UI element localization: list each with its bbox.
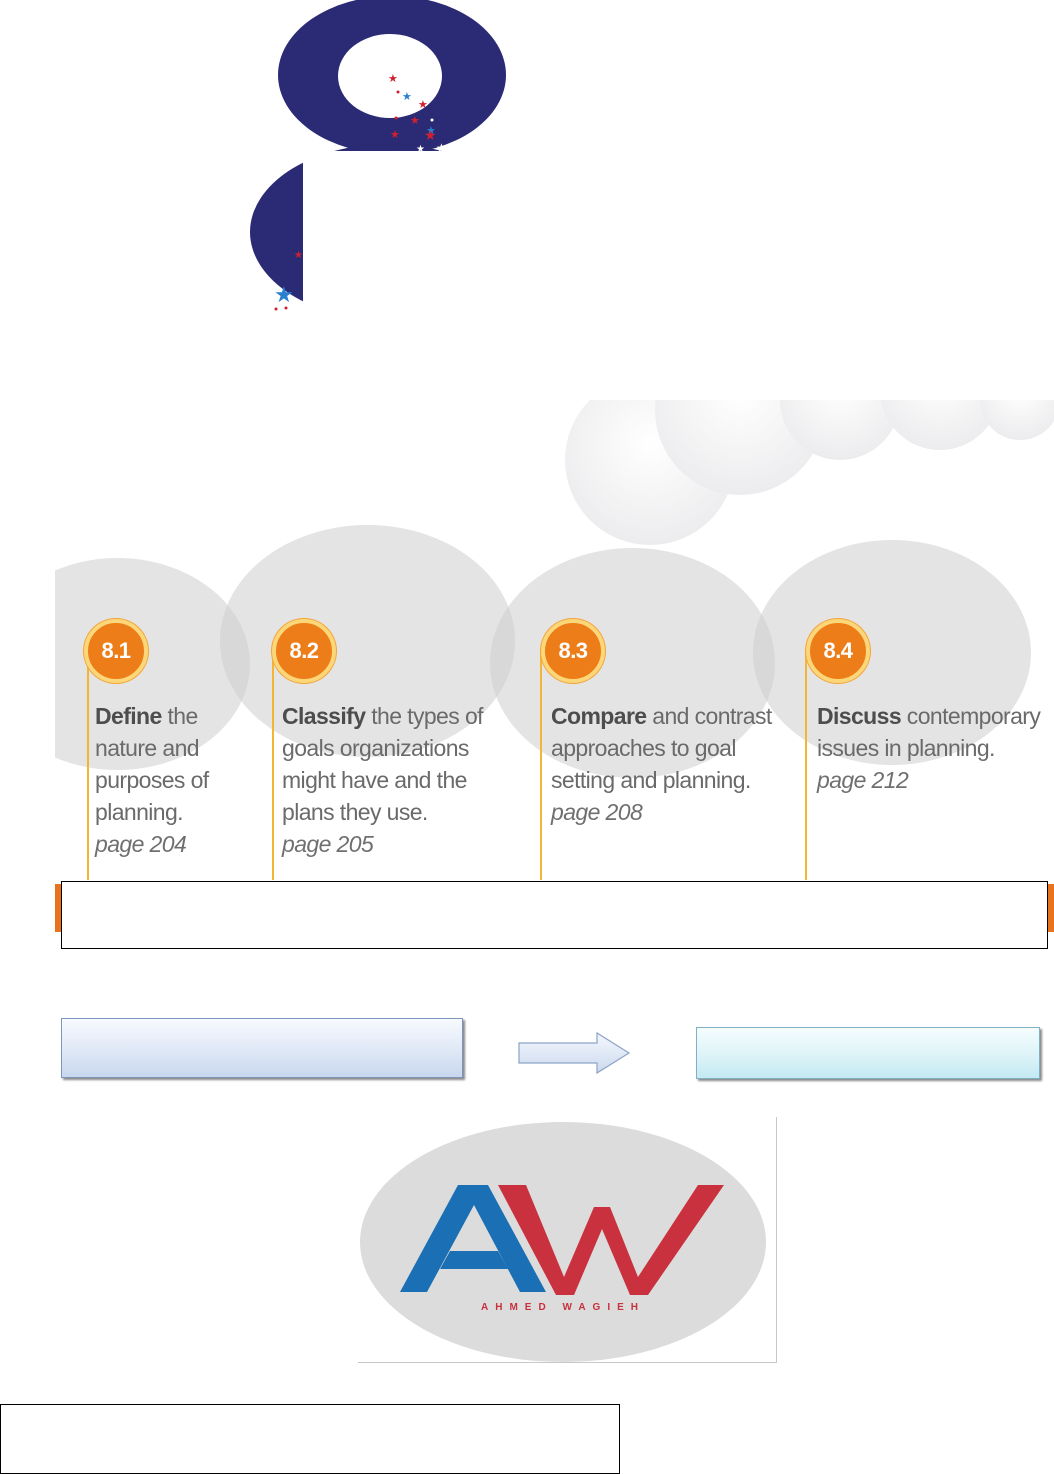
objective-badge: 8.3 bbox=[541, 619, 605, 683]
objective-verb: Define bbox=[95, 703, 162, 729]
svg-text:★: ★ bbox=[426, 124, 436, 137]
objective-page: page 204 bbox=[95, 831, 187, 857]
svg-text:★: ★ bbox=[390, 128, 400, 141]
objective-page: page 208 bbox=[551, 799, 643, 825]
svg-text:★: ★ bbox=[410, 114, 420, 127]
learning-objectives: 8.1 8.2 8.3 8.4 Define the nature and pu… bbox=[55, 520, 1054, 960]
objective-description: contemporary issues in planning. bbox=[817, 703, 1041, 761]
empty-text-box[interactable] bbox=[61, 881, 1048, 949]
svg-text:★: ★ bbox=[424, 128, 437, 144]
svg-text:★: ★ bbox=[388, 72, 398, 85]
objective-verb: Discuss bbox=[817, 703, 902, 729]
objective-text: Classify the types of goals organization… bbox=[282, 700, 492, 860]
empty-footer-box[interactable] bbox=[0, 1404, 620, 1474]
objective-badge: 8.2 bbox=[272, 619, 336, 683]
logo-name: AHMED WAGIEH bbox=[481, 1302, 645, 1313]
svg-text:★: ★ bbox=[402, 90, 412, 103]
svg-text:★: ★ bbox=[418, 98, 428, 111]
objective-text: Discuss contemporary issues in planning.… bbox=[817, 700, 1054, 796]
flow-box-left[interactable] bbox=[61, 1018, 463, 1078]
svg-text:★: ★ bbox=[436, 141, 447, 155]
objective-badge: 8.1 bbox=[84, 619, 148, 683]
svg-text:★: ★ bbox=[416, 144, 425, 155]
objective-guide-line bbox=[272, 650, 274, 880]
background-bubble bbox=[490, 548, 775, 778]
objective-text: Define the nature and purposes of planni… bbox=[95, 700, 225, 860]
svg-text:★: ★ bbox=[274, 283, 294, 308]
background-bubble bbox=[220, 525, 515, 757]
objective-page: page 205 bbox=[282, 831, 374, 857]
objective-guide-line bbox=[805, 650, 807, 880]
flow-box-right[interactable] bbox=[696, 1027, 1040, 1079]
orange-edge-tab bbox=[55, 884, 61, 932]
objective-text: Compare and contrast approaches to goal … bbox=[551, 700, 791, 828]
objective-guide-line bbox=[540, 650, 542, 880]
objective-guide-line bbox=[87, 650, 89, 880]
objective-description: and contrast approaches to goal setting … bbox=[551, 703, 772, 793]
objective-badge: 8.4 bbox=[806, 619, 870, 683]
background-bubble bbox=[753, 540, 1031, 765]
objective-verb: Classify bbox=[282, 703, 366, 729]
emblem-mask bbox=[303, 151, 563, 321]
objective-description: the nature and purposes of planning. bbox=[95, 703, 209, 825]
orange-edge-tab bbox=[1048, 884, 1054, 932]
right-arrow-icon bbox=[517, 1031, 633, 1080]
objective-verb: Compare bbox=[551, 703, 647, 729]
ahmed-wagieh-logo: AHMED WAGIEH bbox=[360, 1122, 766, 1362]
logo-frame: AHMED WAGIEH bbox=[358, 1117, 777, 1363]
objective-description: the types of goals organizations might h… bbox=[282, 703, 484, 825]
objective-page: page 212 bbox=[817, 767, 909, 793]
svg-text:★: ★ bbox=[294, 250, 303, 261]
